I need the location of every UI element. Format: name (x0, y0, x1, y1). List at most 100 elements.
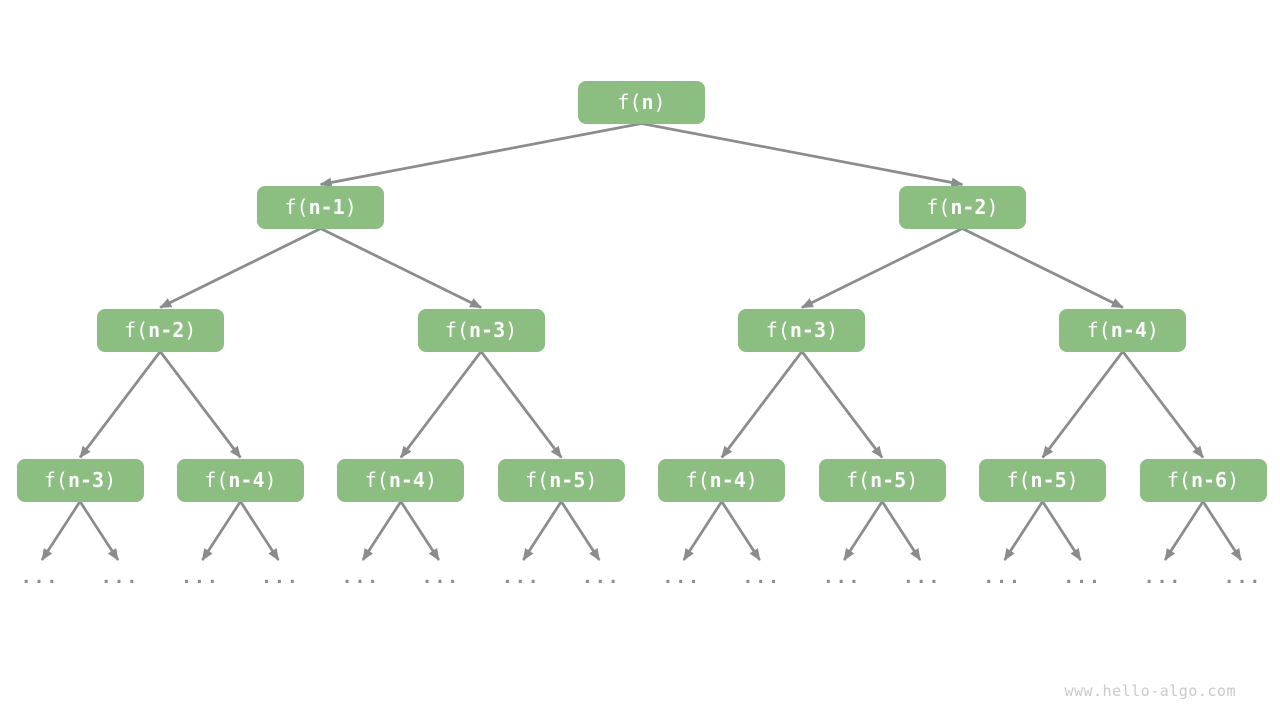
node-label-arg: n-1 (308, 195, 345, 219)
node-label-arg: n (641, 90, 654, 114)
node-label-pre: f( (204, 468, 229, 492)
tree-edge (1041, 350, 1124, 459)
node-label-arg: n-5 (549, 468, 586, 492)
node-label-arg: n-3 (789, 318, 826, 342)
tree-edge (320, 227, 482, 309)
node-label-pre: f( (43, 468, 68, 492)
node-label-post: ) (344, 195, 357, 219)
node-label-arg: n-6 (1190, 468, 1228, 492)
ellipsis: ... (742, 567, 781, 589)
ellipsis: ... (261, 567, 300, 589)
ellipsis: ... (662, 567, 701, 589)
ellipsis: ... (20, 567, 60, 589)
tree-node: f(n-4) (337, 458, 465, 502)
node-label-pre: f( (124, 318, 149, 342)
tree-node: f(n-4) (658, 458, 786, 502)
ellipsis: ... (502, 567, 541, 589)
ellipsis: ... (1063, 567, 1102, 589)
node-label-post: ) (505, 318, 518, 342)
node-label-post: ) (184, 318, 197, 342)
ellipsis: ... (822, 567, 862, 589)
ellipsis: ... (1143, 567, 1183, 589)
tree-edge (78, 500, 120, 561)
node-label-post: ) (585, 468, 598, 492)
tree-edge (159, 350, 242, 459)
node-label-post: ) (745, 468, 758, 492)
tree-node: f(n-2) (898, 185, 1026, 229)
tree-edge (560, 500, 601, 561)
ellipsis: ... (983, 567, 1022, 589)
node-label-arg: n-4 (1110, 318, 1147, 342)
node-label-pre: f( (284, 195, 309, 219)
tree-edge (479, 350, 563, 459)
node-label-post: ) (104, 468, 117, 492)
tree-edge (800, 350, 884, 459)
node-label-arg: n-4 (388, 468, 425, 492)
tree-node: f(n-2) (96, 308, 224, 352)
tree-edge (1121, 350, 1205, 459)
tree-node: f(n) (578, 80, 705, 124)
tree-edge (842, 500, 884, 561)
tree-node: f(n-4) (176, 458, 304, 502)
tree-edge (522, 500, 563, 561)
ellipsis: ... (181, 567, 220, 589)
tree-node: f(n-5) (818, 458, 946, 502)
tree-edge (720, 500, 761, 561)
tree-edge (159, 227, 322, 309)
node-label-arg: n-2 (148, 318, 185, 342)
node-label-pre: f( (617, 90, 642, 114)
node-label-arg: n-5 (1030, 468, 1067, 492)
node-label-post: ) (424, 468, 437, 492)
node-label-arg: n-5 (870, 468, 907, 492)
tree-edge (1163, 500, 1205, 561)
tree-edge (720, 350, 804, 459)
tree-edge (239, 500, 280, 561)
node-label-arg: n-4 (709, 468, 746, 492)
tree-node: f(n-3) (738, 308, 866, 352)
tree-node: f(n-1) (257, 185, 385, 229)
ellipsis: ... (421, 567, 461, 589)
node-label-post: ) (906, 468, 919, 492)
tree-node: f(n-4) (1059, 308, 1187, 352)
node-label-arg: n-3 (469, 318, 506, 342)
tree-edge (641, 122, 964, 188)
node-label-arg: n-3 (67, 468, 105, 492)
node-label-pre: f( (364, 468, 389, 492)
node-label-pre: f( (926, 195, 951, 219)
node-label-post: ) (1227, 468, 1240, 492)
node-label-pre: f( (846, 468, 871, 492)
node-label-pre: f( (525, 468, 550, 492)
tree-edge (1041, 500, 1082, 561)
tree-node: f(n-5) (497, 458, 625, 502)
tree-edge (961, 227, 1124, 309)
tree-node: f(n-3) (417, 308, 545, 352)
node-label-post: ) (653, 90, 666, 114)
tree-edge (1201, 500, 1243, 561)
node-label-post: ) (986, 195, 999, 219)
ellipsis: ... (902, 567, 942, 589)
tree-node: f(n-5) (979, 458, 1107, 502)
tree-edge (201, 500, 242, 561)
tree-edge (319, 122, 642, 188)
node-label-pre: f( (685, 468, 710, 492)
tree-edge (361, 500, 403, 561)
tree-edge (399, 350, 483, 459)
tree-edge (40, 500, 82, 561)
watermark: www.hello-algo.com (1064, 682, 1236, 700)
node-label-pre: f( (1086, 318, 1111, 342)
ellipsis: ... (582, 567, 621, 589)
ellipsis: ... (341, 567, 381, 589)
tree-edge (399, 500, 441, 561)
tree-edge (1003, 500, 1044, 561)
node-label-post: ) (1146, 318, 1159, 342)
ellipsis: ... (100, 567, 140, 589)
tree-edge (682, 500, 723, 561)
tree-edge (78, 350, 162, 459)
node-label-pre: f( (444, 318, 470, 342)
node-label-pre: f( (1166, 468, 1191, 492)
node-label-arg: n-4 (228, 468, 265, 492)
node-label-pre: f( (1006, 468, 1031, 492)
